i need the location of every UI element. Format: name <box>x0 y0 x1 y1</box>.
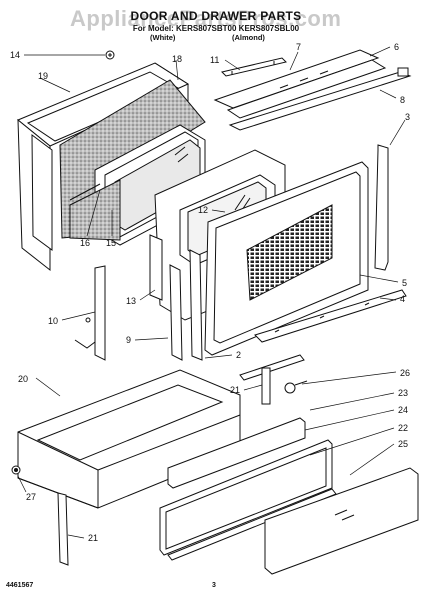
callout-9: 9 <box>126 335 131 345</box>
bottom-rail <box>254 289 407 343</box>
side-trim-right <box>374 144 389 271</box>
callout-15: 15 <box>106 238 116 248</box>
color-white: (White) <box>150 33 176 42</box>
color-almond: (Almond) <box>232 33 265 42</box>
outer-door-panel <box>204 161 369 356</box>
part-14-clip <box>105 50 115 60</box>
callout-14: 14 <box>10 50 20 60</box>
left-brace <box>74 265 106 361</box>
callout-10: 10 <box>48 316 58 326</box>
callout-5: 5 <box>402 278 407 288</box>
part-code: 4461567 <box>6 582 34 589</box>
drawer-glass-panel <box>264 467 419 575</box>
callout-13: 13 <box>126 296 136 306</box>
callout-22: 22 <box>398 423 408 433</box>
callout-26: 26 <box>400 368 410 378</box>
callout-2: 2 <box>236 350 241 360</box>
callout-12: 12 <box>198 205 208 215</box>
hinge-rod <box>228 67 412 131</box>
callout-20: 20 <box>18 374 28 384</box>
top-trim <box>213 49 387 119</box>
side-trim-13 <box>149 234 163 301</box>
callout-8: 8 <box>400 95 405 105</box>
model-line: For Model: KERS807SBT00 KERS807SBL00 <box>132 24 300 33</box>
callout-27: 27 <box>26 492 36 502</box>
vent-bracket <box>221 57 287 77</box>
callout-3: 3 <box>405 112 410 122</box>
drawer-slide-bracket <box>239 354 308 405</box>
diagram-title: DOOR AND DRAWER PARTS <box>130 9 302 23</box>
callout-6: 6 <box>394 42 399 52</box>
callout-21b: 21 <box>88 533 98 543</box>
callout-25: 25 <box>398 439 408 449</box>
door-glass-pack <box>69 124 206 246</box>
diagram-header: AppliancePartsPros.com DOOR AND DRAWER P… <box>0 0 432 52</box>
callout-21a: 21 <box>230 385 240 395</box>
callout-11: 11 <box>210 55 219 65</box>
drawer-body <box>17 369 241 509</box>
callout-19: 19 <box>38 71 48 81</box>
callout-24: 24 <box>398 405 408 415</box>
callout-7: 7 <box>296 42 301 52</box>
leader-lines <box>17 46 406 539</box>
callout-18: 18 <box>172 54 182 64</box>
callout-4: 4 <box>400 294 405 304</box>
drawer-roller <box>11 465 21 475</box>
drawer-front-panel <box>159 417 337 561</box>
door-outer-frame <box>17 62 190 272</box>
side-trim-2b <box>169 264 183 361</box>
side-trim-2 <box>189 249 203 361</box>
watermark: AppliancePartsPros.com <box>70 6 342 31</box>
page-number: 3 <box>212 582 216 589</box>
callout-16: 16 <box>80 238 90 248</box>
callout-23: 23 <box>398 388 408 398</box>
lower-bracket <box>57 492 69 566</box>
